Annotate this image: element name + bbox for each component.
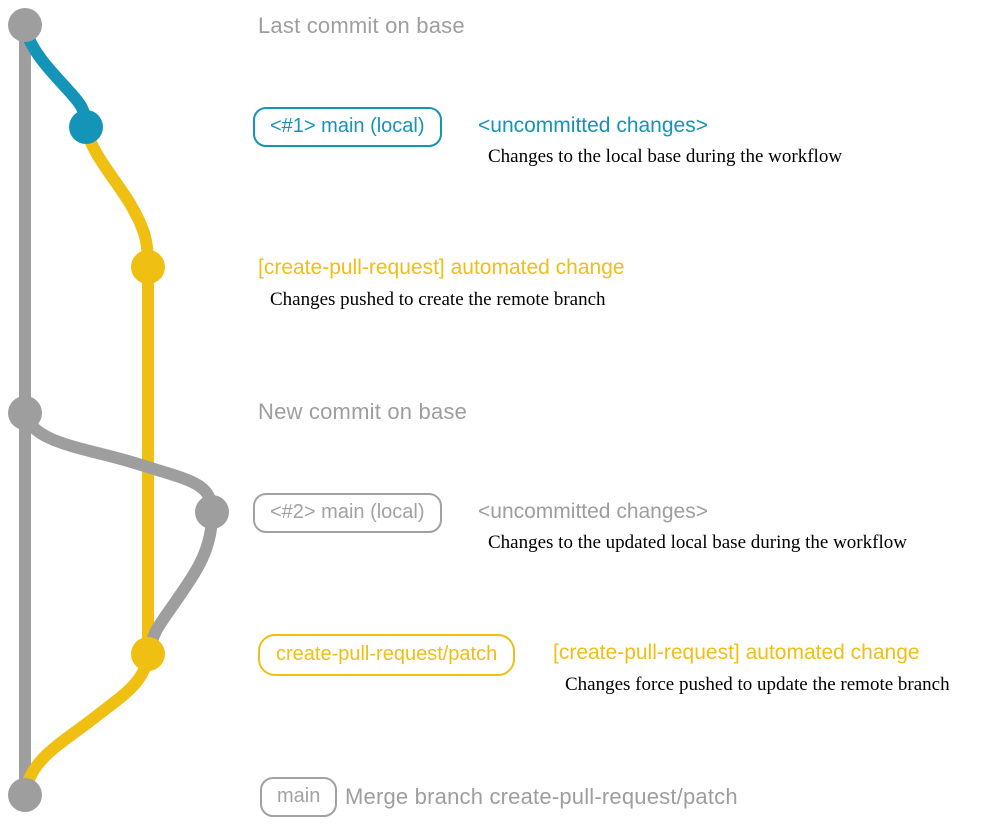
patch-branch-line — [20, 122, 154, 794]
caption-merge-branch: Merge branch create-pull-request/patch — [345, 784, 738, 809]
badge-main-local-2-wrap: <#2> main (local) — [253, 493, 442, 533]
title-automated-change-2: [create-pull-request] automated change — [553, 641, 920, 664]
main-local-branch-line — [19, 21, 92, 133]
commit-dot-main-local-1 — [69, 110, 103, 144]
title-uncommitted-changes-1: <uncommitted changes> — [478, 114, 708, 137]
badge-main-local-1-wrap: <#1> main (local) — [253, 107, 442, 147]
base-to-main-local-2-curve — [19, 407, 218, 518]
commit-dot-patch-2 — [131, 637, 165, 671]
desc-pushed-create-branch: Changes pushed to create the remote bran… — [270, 289, 606, 310]
desc-local-base-changes: Changes to the local base during the wor… — [488, 146, 843, 167]
badge-main-local-2: <#2> main (local) — [253, 493, 442, 533]
badge-main: main — [260, 777, 338, 817]
main-local-2-to-patch-curve — [144, 508, 218, 658]
commit-dot-last-base — [8, 8, 42, 42]
badge-patch-branch-wrap: create-pull-request/patch — [258, 634, 516, 676]
caption-last-commit-on-base: Last commit on base — [258, 13, 465, 38]
commit-dot-main-local-2 — [195, 495, 229, 529]
commit-dot-merge — [8, 778, 42, 812]
commit-dot-new-base — [8, 396, 42, 430]
title-automated-change-1: [create-pull-request] automated change — [258, 256, 625, 279]
git-graph — [8, 8, 229, 812]
commit-dot-patch-1 — [131, 250, 165, 284]
badge-create-pull-request-patch: create-pull-request/patch — [258, 634, 516, 676]
caption-new-commit-on-base: New commit on base — [258, 399, 468, 424]
desc-force-pushed-update-branch: Changes force pushed to update the remot… — [565, 674, 950, 695]
badge-main-wrap: main — [260, 777, 338, 817]
desc-updated-local-base-changes: Changes to the updated local base during… — [488, 532, 907, 553]
title-uncommitted-changes-2: <uncommitted changes> — [478, 500, 708, 523]
badge-main-local-1: <#1> main (local) — [253, 107, 442, 147]
